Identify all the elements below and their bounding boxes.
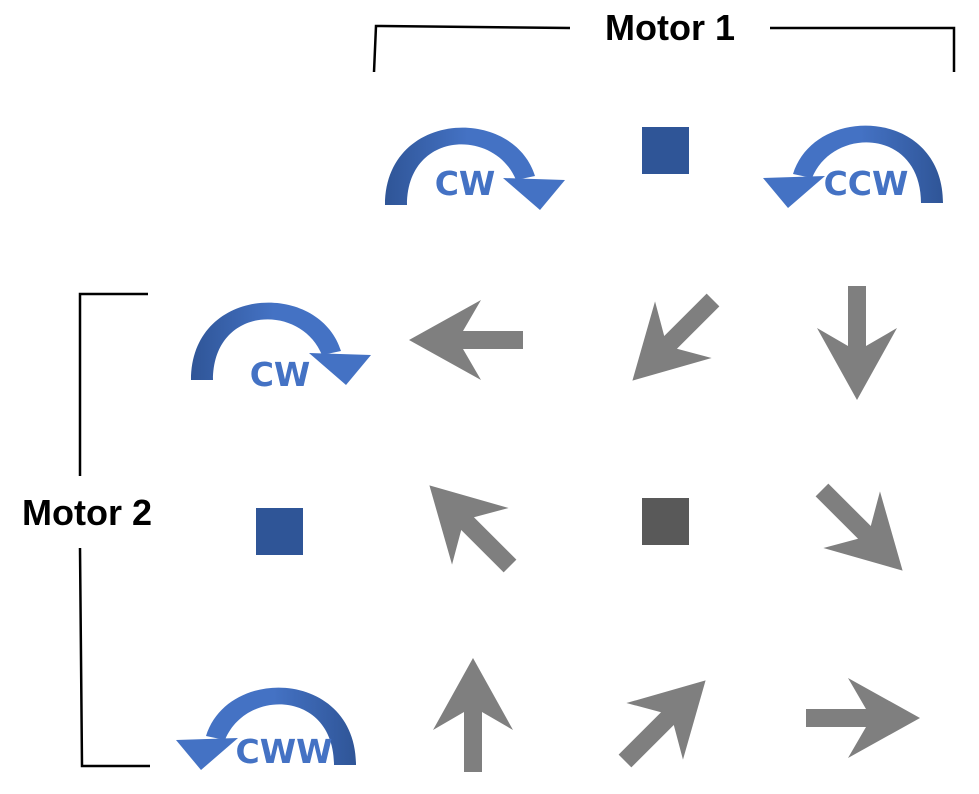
motor2-bracket-bottom [78, 547, 150, 768]
arrow-down-right-icon [793, 461, 931, 599]
arrow-down-icon [817, 286, 897, 400]
arrow-up-left-icon [401, 457, 539, 595]
m2-cw-label: CW [250, 355, 311, 394]
arrow-up-right-icon [596, 652, 734, 790]
m1-cw-label: CW [435, 164, 496, 203]
m2-ccw-label: CWW [235, 732, 332, 771]
motor2-bracket [78, 292, 150, 768]
motor1-label: Motor 1 [605, 7, 735, 48]
arrow-right-icon [806, 678, 920, 758]
arrow-up-icon [433, 658, 513, 772]
motor1-bracket-left [372, 24, 571, 73]
motor2-label: Motor 2 [22, 492, 152, 533]
motor1-bracket-right [770, 26, 956, 72]
motor1-bracket [372, 24, 956, 73]
m1-stop-square [642, 127, 689, 174]
motor2-bracket-top [78, 292, 148, 476]
m1-ccw-label: CCW [824, 164, 909, 203]
arrow-down-left-icon [604, 271, 742, 409]
arrow-left-icon [409, 300, 523, 380]
center-stop-square [642, 498, 689, 545]
m2-stop-square [256, 508, 303, 555]
